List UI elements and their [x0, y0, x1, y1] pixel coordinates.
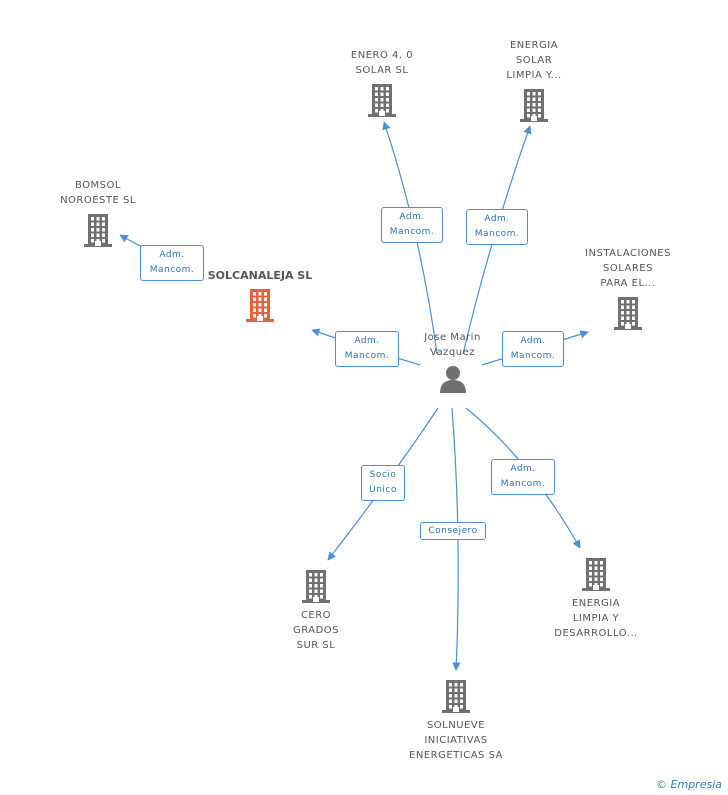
- building-icon: [582, 558, 610, 591]
- company-label: BOMSOL NOROESTE SL: [60, 180, 136, 206]
- edge-label-solnueve[interactable]: Consejero: [420, 522, 486, 540]
- company-node-bomsol[interactable]: BOMSOL NOROESTE SL: [43, 178, 153, 248]
- company-label: SOLCANALEJA SL: [207, 269, 313, 282]
- company-node-energia-solar[interactable]: ENERGIA SOLAR LIMPIA Y...: [489, 38, 579, 123]
- edge-label-energia-solar[interactable]: Adm. Mancom.: [466, 209, 528, 245]
- building-icon: [614, 297, 642, 330]
- edge-label-energia-limpia[interactable]: Adm. Mancom.: [491, 459, 555, 495]
- building-icon: [442, 680, 470, 713]
- company-node-enero[interactable]: ENERO 4. 0 SOLAR SL: [337, 48, 427, 118]
- edge-label-solcanaleja[interactable]: Adm. Mancom.: [335, 331, 399, 367]
- company-label: ENERO 4. 0 SOLAR SL: [350, 50, 414, 76]
- company-label: ENERGIA SOLAR LIMPIA Y...: [506, 40, 562, 81]
- edge-label-cero[interactable]: Socio Único: [361, 465, 405, 501]
- company-label: ENERGIA LIMPIA Y DESARROLLO...: [554, 598, 638, 639]
- copyright-icon: ©: [656, 778, 668, 791]
- company-node-instalaciones[interactable]: INSTALACIONES SOLARES PARA EL...: [573, 246, 683, 331]
- building-icon: [84, 214, 112, 247]
- person-node-jose-marin[interactable]: Jose Marin Vazquez: [405, 330, 500, 394]
- company-node-solcanaleja[interactable]: SOLCANALEJA SL: [200, 268, 320, 323]
- company-label: INSTALACIONES SOLARES PARA EL...: [585, 248, 671, 289]
- company-label: CERO GRADOS SUR SL: [292, 610, 340, 651]
- company-node-cero[interactable]: CERO GRADOS SUR SL: [271, 568, 361, 653]
- company-node-solnueve[interactable]: SOLNUEVE INICIATIVAS ENERGETICAS SA: [396, 678, 516, 763]
- building-icon: [520, 89, 548, 122]
- building-icon: [246, 289, 274, 322]
- building-icon: [302, 570, 330, 603]
- company-node-energia-limpia[interactable]: ENERGIA LIMPIA Y DESARROLLO...: [541, 556, 651, 641]
- person-name: Jose Marin Vazquez: [424, 332, 481, 358]
- edge-label-enero[interactable]: Adm. Mancom.: [381, 207, 443, 243]
- edge-label-instalaciones[interactable]: Adm. Mancom.: [502, 331, 564, 367]
- footer: © Empresia: [656, 778, 722, 791]
- person-icon: [439, 366, 466, 393]
- company-label: SOLNUEVE INICIATIVAS ENERGETICAS SA: [409, 720, 503, 761]
- edge-label-bomsol[interactable]: Adm. Mancom.: [140, 245, 204, 281]
- brand-logo: Empresia: [670, 778, 722, 791]
- building-icon: [368, 84, 396, 117]
